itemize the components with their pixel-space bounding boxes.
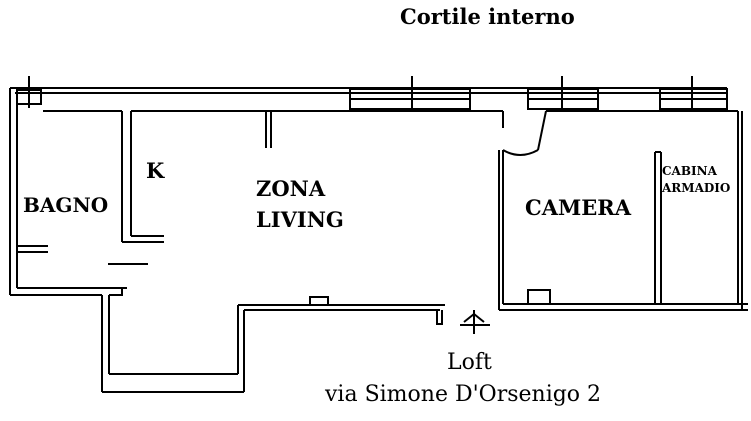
property-address: via Simone D'Orsenigo 2 [325, 382, 602, 407]
room-label-camera: CAMERA [525, 195, 632, 220]
camera-south-column [527, 289, 551, 304]
room-label-living: LIVING [256, 207, 344, 232]
room-label-zona: ZONA [256, 176, 326, 201]
bay-notch [109, 287, 127, 296]
window-1 [349, 88, 471, 110]
living-south-column [309, 296, 329, 305]
camera-door [502, 110, 547, 156]
living-south-stub [436, 310, 443, 325]
room-label-cabina: CABINA [662, 164, 717, 178]
window-3 [659, 88, 728, 110]
entrance-marker [460, 310, 490, 334]
room-label-bagno: BAGNO [23, 193, 109, 217]
room-label-armadio: ARMADIO [662, 181, 731, 195]
courtyard-label: Cortile interno [400, 4, 575, 29]
property-name: Loft [447, 350, 492, 375]
room-label-kitchen: K [146, 158, 165, 183]
